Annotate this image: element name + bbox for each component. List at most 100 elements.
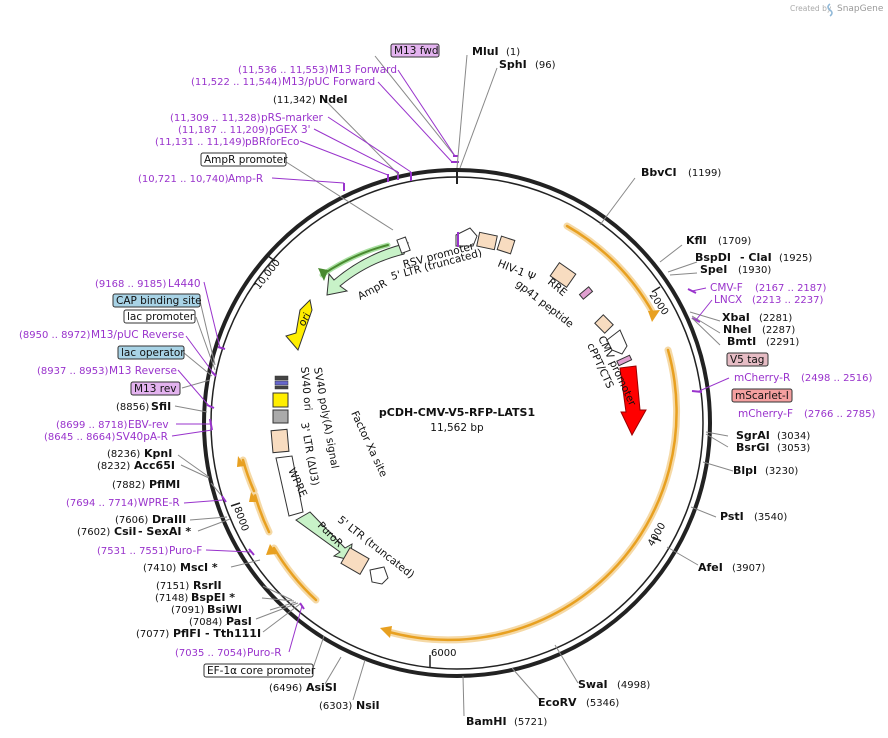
primer-pos-m13-forward: (11,536 .. 11,553) [238, 65, 329, 76]
primer-pos-sv40pa-r: (8645 .. 8664) [44, 432, 116, 443]
enzyme-pos-sphi: (96) [535, 60, 556, 71]
enzyme-name-ecorv: EcoRV [538, 696, 577, 709]
enzyme-pos-pflmi: (7882) [112, 480, 145, 491]
tick-mark-2000 [651, 286, 661, 293]
enzyme-pos-draiii: (7606) [115, 515, 148, 526]
primer-pos-mcherry-f: (2766 .. 2785) [804, 409, 876, 420]
primer-name-m13-forward: M13 Forward [329, 64, 397, 76]
enzyme-name-sphi: SphI [499, 58, 527, 71]
enzyme-name-sgrai: SgrAI [736, 429, 770, 442]
enzyme-name-afei: AfeI [698, 561, 723, 574]
primer-name-prs-marker: pRS-marker [261, 112, 324, 124]
enzyme-pos-bsiwi: (7091) [171, 605, 204, 616]
enzyme-name-nsii: NsiI [356, 699, 380, 712]
primer-pos-m13-puc-forward: (11,522 .. 11,544) [191, 77, 282, 88]
enzyme-pos-asisi: (6496) [269, 683, 302, 694]
enzyme-name-clai: - ClaI [740, 251, 772, 264]
enzyme-name-bsiwi: BsiWI [207, 603, 242, 616]
tick-10000: 10,000 [253, 257, 283, 291]
enzyme-labels: MluI (1) SphI (96) BbvCI (1199) KflI (17… [77, 45, 812, 728]
primer-name-pbrforeco: pBRforEco [245, 136, 299, 148]
enzyme-name-swai: SwaI [578, 678, 608, 691]
orf-arrowheads [237, 268, 660, 638]
enzyme-name-spei: SpeI [700, 263, 727, 276]
label-ef1a-core-promoter: EF-1α core promoter [207, 665, 316, 677]
enzyme-name-blpi: BlpI [733, 464, 757, 477]
enzyme-pos-bspdi: (1925) [779, 253, 812, 264]
enzyme-pos-rsrii: (7151) [156, 581, 189, 592]
primer-pos-pbrforeco: (11,131 .. 11,149) [155, 137, 246, 148]
primer-labels: (11,536 .. 11,553) M13 Forward (11,522 .… [19, 64, 876, 659]
enzyme-name-draiii: DraIII [152, 513, 186, 526]
enzyme-pos-sfii: (8856) [116, 402, 149, 413]
primer-name-lncx: LNCX [714, 294, 742, 306]
primer-name-mcherry-r: mCherry-R [734, 372, 790, 384]
primer-name-sv40pa-r: SV40pA-R [116, 431, 168, 443]
primer-name-pgex3: pGEX 3' [269, 124, 311, 136]
label-m13-fwd: M13 fwd [394, 45, 439, 57]
label-lac-operator: lac operator [121, 347, 185, 359]
enzyme-pos-bbvci: (1199) [688, 168, 721, 179]
enzyme-name-acc65i: Acc65I [134, 459, 175, 472]
enzyme-name-bamhi: BamHI [466, 715, 507, 728]
primer-name-m13-puc-reverse: M13/pUC Reverse [91, 329, 184, 341]
enzyme-name-asisi: AsiSI [306, 681, 337, 694]
label-v5-tag: V5 tag [730, 354, 764, 366]
enzyme-name-sexai: - SexAI * [138, 525, 191, 538]
primer-pos-lncx: (2213 .. 2237) [752, 295, 824, 306]
feature-label-ori: ori [296, 311, 313, 329]
primer-name-m13-reverse: M13 Reverse [109, 365, 177, 377]
enzyme-name-bmti: BmtI [727, 335, 756, 348]
plasmid-name: pCDH-CMV-V5-RFP-LATS1 [379, 406, 535, 419]
enzyme-pos-bmti: (2291) [766, 337, 799, 348]
enzyme-name-psti: PstI [720, 510, 744, 523]
enzyme-pos-csii: (7602) [77, 527, 110, 538]
primer-pos-ebv-rev: (8699 .. 8718) [56, 420, 128, 431]
tick-mark-8000 [230, 502, 241, 507]
enzyme-pos-pflfi: (7077) [136, 629, 169, 640]
label-box-m13-fwd: M13 fwd [390, 43, 440, 58]
primer-name-m13-puc-forward: M13/pUC Forward [282, 76, 375, 88]
enzyme-name-xbai: XbaI [722, 311, 750, 324]
primer-name-amp-r: Amp-R [228, 173, 263, 185]
label-lac-promoter: lac promoter [127, 311, 195, 323]
enzyme-pos-nhei: (2287) [762, 325, 795, 336]
enzyme-name-msci: MscI * [180, 561, 218, 574]
primer-pos-amp-r: (10,721 .. 10,740) [138, 174, 229, 185]
enzyme-name-pasi: PasI [226, 615, 252, 628]
label-box-v5-tag: V5 tag [726, 352, 769, 367]
tick-8000: 8000 [231, 505, 250, 533]
label-box-lac-promoter: lac promoter [123, 309, 196, 324]
enzyme-name-bsrgi: BsrGI [736, 441, 769, 454]
primer-pos-puro-r: (7035 .. 7054) [175, 648, 247, 659]
enzyme-pos-bsrgi: (3053) [777, 443, 810, 454]
feature-label-factor-xa: Factor Xa site [348, 409, 389, 479]
enzyme-name-nhei: NheI [723, 323, 752, 336]
boxed-labels: M13 fwd AmpR promoter CAP binding site l… [112, 43, 793, 678]
primer-name-puro-f: Puro-F [169, 545, 202, 557]
label-mscarlet-i: mScarlet-I [735, 390, 789, 402]
enzyme-pos-ndei: (11,342) [273, 95, 316, 106]
enzyme-name-csii: CsiI [114, 525, 136, 538]
primer-pos-m13-reverse: (8937 .. 8953) [37, 366, 109, 377]
tick-mark-10000 [267, 255, 276, 262]
primer-name-cmv-f: CMV-F [710, 282, 743, 294]
leader-lines [174, 54, 734, 717]
enzyme-pos-afei: (3907) [732, 563, 765, 574]
enzyme-name-bspei: BspEI * [191, 591, 235, 604]
primer-pos-pgex3: (11,187 .. 11,209) [178, 125, 269, 136]
enzyme-pos-mlui: (1) [506, 47, 520, 58]
enzyme-pos-swai: (4998) [617, 680, 650, 691]
credit-text: Created by [790, 4, 832, 13]
primer-pos-cmv-f: (2167 .. 2187) [755, 283, 827, 294]
orf-arcs [239, 222, 681, 644]
snapgene-logo-icon [827, 3, 833, 17]
enzyme-name-bspdi: BspDI [695, 251, 731, 264]
label-box-cap-binding: CAP binding site [112, 293, 202, 308]
primer-name-l4440: L4440 [168, 278, 201, 290]
primer-pos-mcherry-r: (2498 .. 2516) [801, 373, 873, 384]
label-box-mscarlet: mScarlet-I [731, 388, 793, 403]
feature-label-sv40-ori: SV40 ori [298, 366, 314, 411]
tick-6000: 6000 [431, 648, 456, 659]
